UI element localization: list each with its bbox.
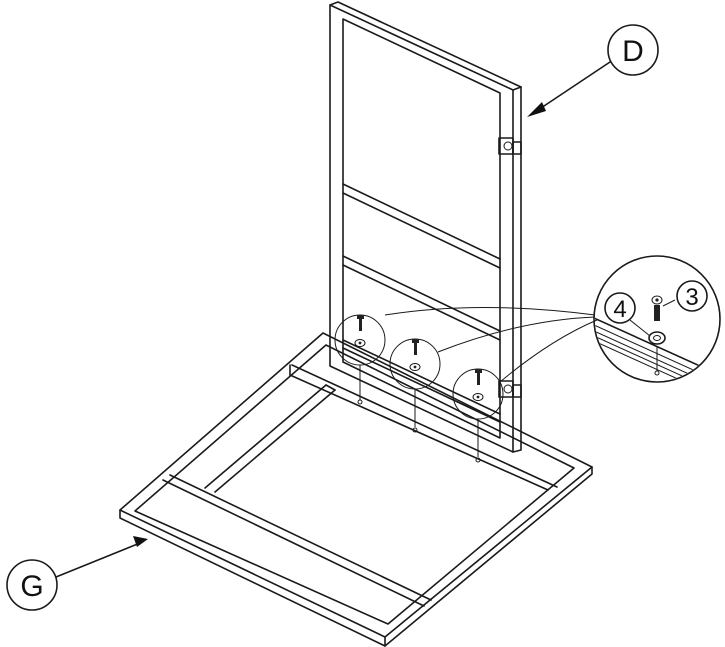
callout-door: D bbox=[527, 24, 659, 117]
door-label: D bbox=[622, 35, 644, 68]
detail-magnifier bbox=[593, 255, 721, 383]
base-label: G bbox=[20, 570, 43, 603]
door-frame bbox=[329, 1, 522, 453]
screw-circle-1 bbox=[334, 314, 386, 405]
screw-label: 3 bbox=[685, 284, 698, 311]
base-frame bbox=[119, 332, 593, 647]
screw-circle-3 bbox=[452, 368, 504, 463]
washer-label: 4 bbox=[613, 296, 626, 323]
hinge-bottom bbox=[498, 380, 522, 398]
callout-washer: 4 bbox=[604, 292, 636, 324]
screw-circle-2 bbox=[389, 338, 441, 433]
callout-base: G bbox=[6, 536, 148, 611]
callout-screw: 3 bbox=[676, 280, 708, 312]
detail-leaders bbox=[384, 307, 598, 383]
hinge-top bbox=[498, 137, 522, 155]
